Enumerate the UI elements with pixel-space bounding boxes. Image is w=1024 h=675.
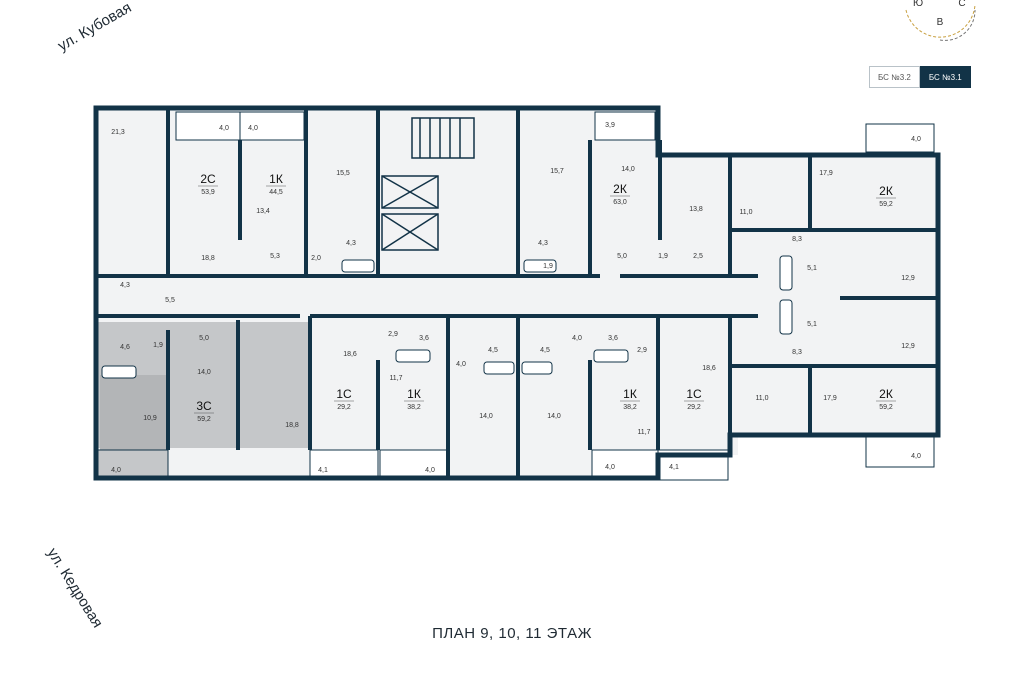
compass-south-label: Ю [913, 0, 923, 9]
apartment-type-1k: 1К [623, 387, 637, 401]
plan-title: ПЛАН 9, 10, 11 ЭТАЖ [432, 625, 592, 642]
room-area-label: 5,0 [199, 335, 209, 342]
room-area-label: 13,4 [256, 208, 270, 215]
apartment-type-1k: 1К [407, 387, 421, 401]
apartment-type-2k: 2К [613, 182, 627, 196]
room-area-label: 14,0 [197, 369, 211, 376]
room-area-label: 18,8 [285, 422, 299, 429]
room-area-label: 17,9 [819, 170, 833, 177]
room-area-label: 4,6 [120, 344, 130, 351]
compass-icon: Ю С В [905, 0, 976, 41]
room-area-label: 18,6 [702, 365, 716, 372]
room-area-label: 5,1 [807, 321, 817, 328]
room-area-label: 8,3 [792, 349, 802, 356]
building-outline [93, 105, 941, 481]
room-area-label: 2,9 [637, 347, 647, 354]
apartment-area: 63,0 [613, 199, 627, 206]
room-area-label: 5,3 [270, 253, 280, 260]
apartment-type-2c: 2С [200, 172, 216, 186]
room-area-label: 11,0 [739, 209, 752, 216]
apartment-area: 44,5 [269, 189, 283, 196]
room-area-label: 5,5 [165, 297, 175, 304]
apartment-area: 29,2 [687, 404, 701, 411]
room-area-label: 2,9 [388, 331, 398, 338]
room-area-label: 11,7 [637, 429, 650, 436]
section-switcher[interactable]: БС №3.2 БС №3.1 [869, 66, 971, 88]
room-area-label: 8,3 [792, 236, 802, 243]
room-area-label: 1,9 [658, 253, 668, 260]
apartment-type-2k: 2К [879, 184, 893, 198]
room-area-label: 14,0 [547, 413, 561, 420]
room-area-label: 14,0 [479, 413, 493, 420]
room-area-label: 4,3 [346, 240, 356, 247]
apartment-type-2k: 2К [879, 387, 893, 401]
room-area-label: 4,1 [318, 467, 328, 474]
section-tab-3-1[interactable]: БС №3.1 [919, 66, 971, 88]
room-area-label: 3,6 [608, 335, 618, 342]
room-area-label: 14,0 [621, 166, 635, 173]
room-area-label: 4,0 [111, 467, 121, 474]
room-area-label: 11,0 [755, 395, 768, 402]
compass-east-label: В [937, 17, 944, 28]
room-area-label: 4,0 [911, 136, 921, 143]
room-area-label: 3,6 [419, 335, 429, 342]
apartment-area: 38,2 [623, 404, 637, 411]
room-area-label: 5,1 [807, 265, 817, 272]
room-area-label: 4,0 [456, 361, 466, 368]
room-area-label: 1,9 [153, 342, 163, 349]
room-area-label: 15,7 [550, 168, 564, 175]
room-area-label: 4,1 [669, 464, 679, 471]
room-area-label: 4,5 [488, 347, 498, 354]
room-area-label: 4,5 [540, 347, 550, 354]
apartment-type-1c: 1С [686, 387, 702, 401]
room-area-label: 4,3 [120, 282, 130, 289]
room-area-label: 4,0 [425, 467, 435, 474]
room-area-label: 11,7 [389, 375, 402, 382]
apartment-type-1c: 1С [336, 387, 352, 401]
room-area-label: 4,0 [219, 125, 229, 132]
room-area-label: 10,9 [143, 415, 157, 422]
room-area-label: 1,9 [543, 263, 553, 270]
apartment-area: 59,2 [197, 416, 211, 423]
room-area-label: 4,0 [248, 125, 258, 132]
apartment-area: 59,2 [879, 404, 893, 411]
apartment-area: 59,2 [879, 201, 893, 208]
room-area-label: 18,6 [343, 351, 357, 358]
room-area-label: 4,3 [538, 240, 548, 247]
room-area-label: 12,9 [901, 343, 915, 350]
apartment-type-3c: 3С [196, 399, 212, 413]
room-area-labels: 21,3 4,0 4,0 15,5 13,4 5,3 2,0 4,3 18,8 4,3 5,5 15,… [111, 122, 921, 474]
apartment-area: 29,2 [337, 404, 351, 411]
room-area-label: 2,0 [311, 255, 321, 262]
room-area-label: 4,0 [605, 464, 615, 471]
room-area-label: 18,8 [201, 255, 215, 262]
room-area-label: 21,3 [111, 129, 125, 136]
room-area-label: 5,0 [617, 253, 627, 260]
room-area-label: 3,9 [605, 122, 615, 129]
apartment-area: 53,9 [201, 189, 215, 196]
room-area-label: 15,5 [336, 170, 350, 177]
apartment-type-1k: 1К [269, 172, 283, 186]
room-area-label: 4,0 [572, 335, 582, 342]
room-area-label: 4,0 [911, 453, 921, 460]
apartment-area: 38,2 [407, 404, 421, 411]
compass-north-label: С [958, 0, 965, 9]
room-area-label: 12,9 [901, 275, 915, 282]
room-area-label: 13,8 [689, 206, 703, 213]
room-area-label: 2,5 [693, 253, 703, 260]
room-area-label: 17,9 [823, 395, 837, 402]
section-tab-3-2[interactable]: БС №3.2 [869, 66, 920, 88]
